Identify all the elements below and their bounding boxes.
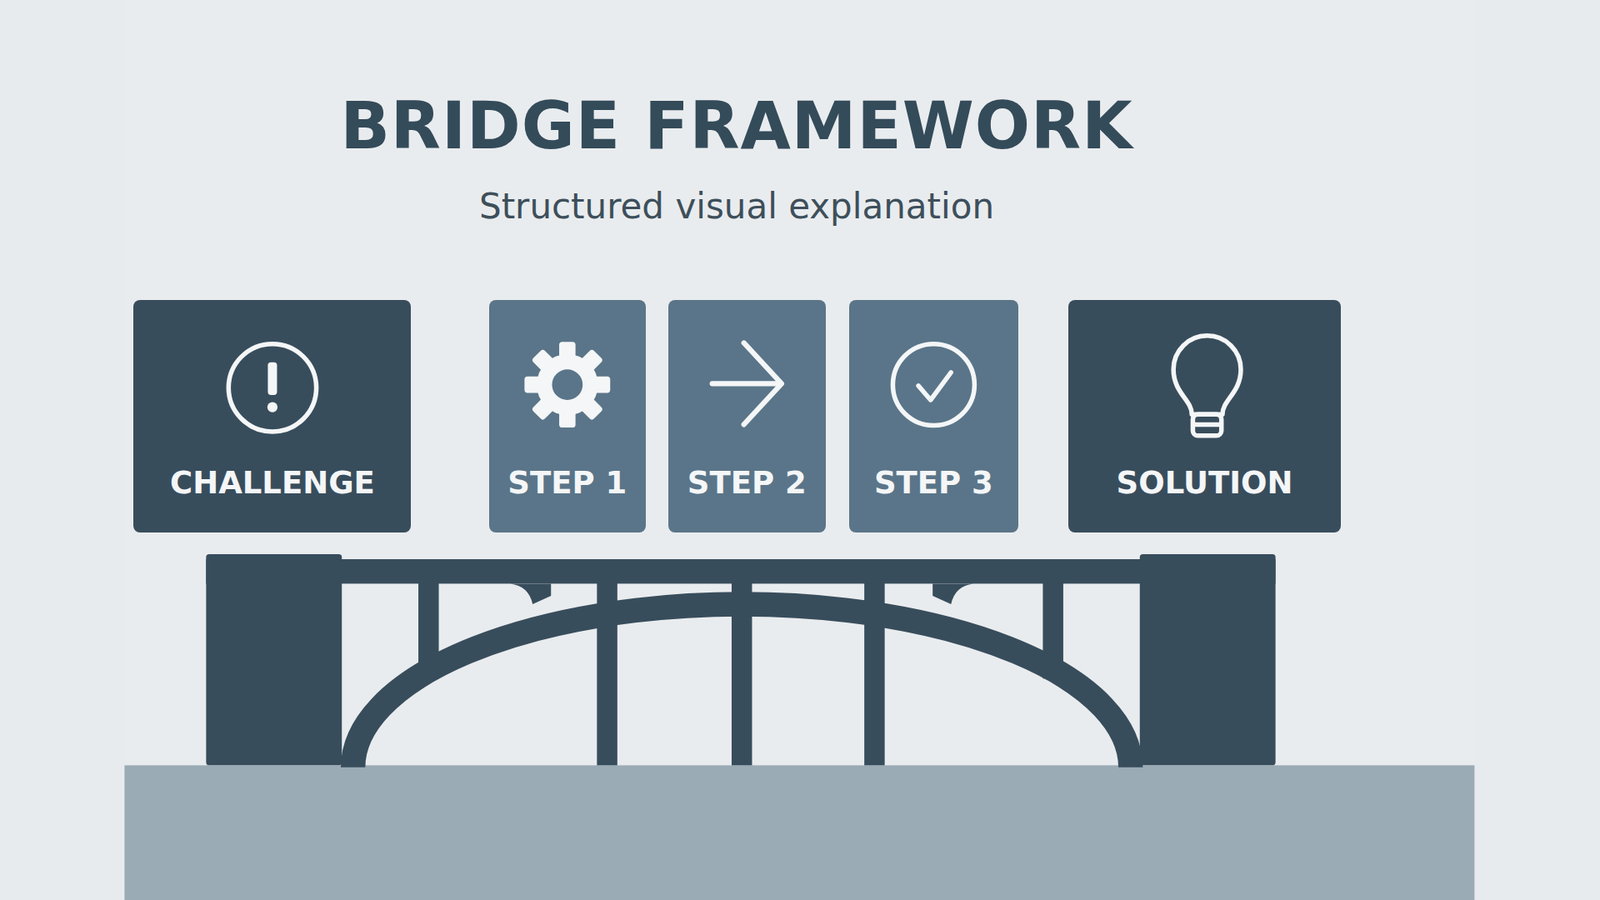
bulb-icon bbox=[1173, 335, 1241, 436]
framework-box: STEP 1 bbox=[489, 300, 647, 533]
arrow-head bbox=[744, 342, 782, 425]
box-label: STEP 2 bbox=[687, 464, 807, 503]
alert-dot bbox=[267, 401, 278, 412]
bridge-deck bbox=[205, 559, 1275, 584]
framework-box: STEP 3 bbox=[849, 300, 1019, 533]
gear-teeth bbox=[524, 341, 610, 428]
framework-box: SOLUTION bbox=[1068, 300, 1341, 533]
check-icon bbox=[892, 344, 975, 426]
gear-hole bbox=[551, 369, 583, 400]
gear-icon bbox=[524, 341, 610, 428]
deck-fillet bbox=[510, 583, 551, 604]
box-label: CHALLENGE bbox=[170, 464, 375, 503]
deck-fillet bbox=[932, 583, 974, 604]
gear-tooth bbox=[531, 348, 558, 375]
bulb-thread bbox=[1192, 422, 1221, 428]
alert-bar bbox=[267, 362, 277, 395]
bridge-arch bbox=[353, 604, 1131, 768]
background-panel bbox=[124, 0, 1475, 900]
bulb-base bbox=[1192, 414, 1221, 436]
alert-icon bbox=[228, 344, 316, 432]
framework-box: STEP 2 bbox=[668, 300, 826, 533]
gear-tooth bbox=[577, 348, 604, 375]
check-ring bbox=[892, 344, 975, 426]
gear-tooth bbox=[559, 407, 576, 428]
gear-tooth bbox=[524, 376, 545, 394]
check-mark bbox=[918, 372, 951, 400]
diagram-title: BRIDGE FRAMEWORK bbox=[340, 93, 1133, 159]
gear-body bbox=[536, 354, 598, 415]
arrow-shaft bbox=[712, 380, 780, 386]
box-label: STEP 1 bbox=[507, 464, 627, 503]
bridge-pier bbox=[1140, 554, 1276, 765]
bridge-structure bbox=[205, 554, 1275, 768]
framework-box: CHALLENGE bbox=[133, 300, 411, 533]
ground bbox=[124, 765, 1475, 900]
gear-tooth bbox=[577, 395, 604, 421]
alert-ring bbox=[228, 344, 316, 432]
gear-tooth bbox=[590, 376, 610, 394]
subtitle-label: Structured visual explanation bbox=[479, 189, 995, 225]
gear-tooth bbox=[531, 395, 558, 421]
box-label: STEP 3 bbox=[874, 464, 994, 503]
box-label: SOLUTION bbox=[1116, 464, 1294, 503]
bridge-pier bbox=[205, 554, 342, 765]
gear-tooth bbox=[559, 341, 576, 362]
bulb-glass bbox=[1173, 335, 1241, 415]
arrow-icon bbox=[712, 342, 782, 425]
